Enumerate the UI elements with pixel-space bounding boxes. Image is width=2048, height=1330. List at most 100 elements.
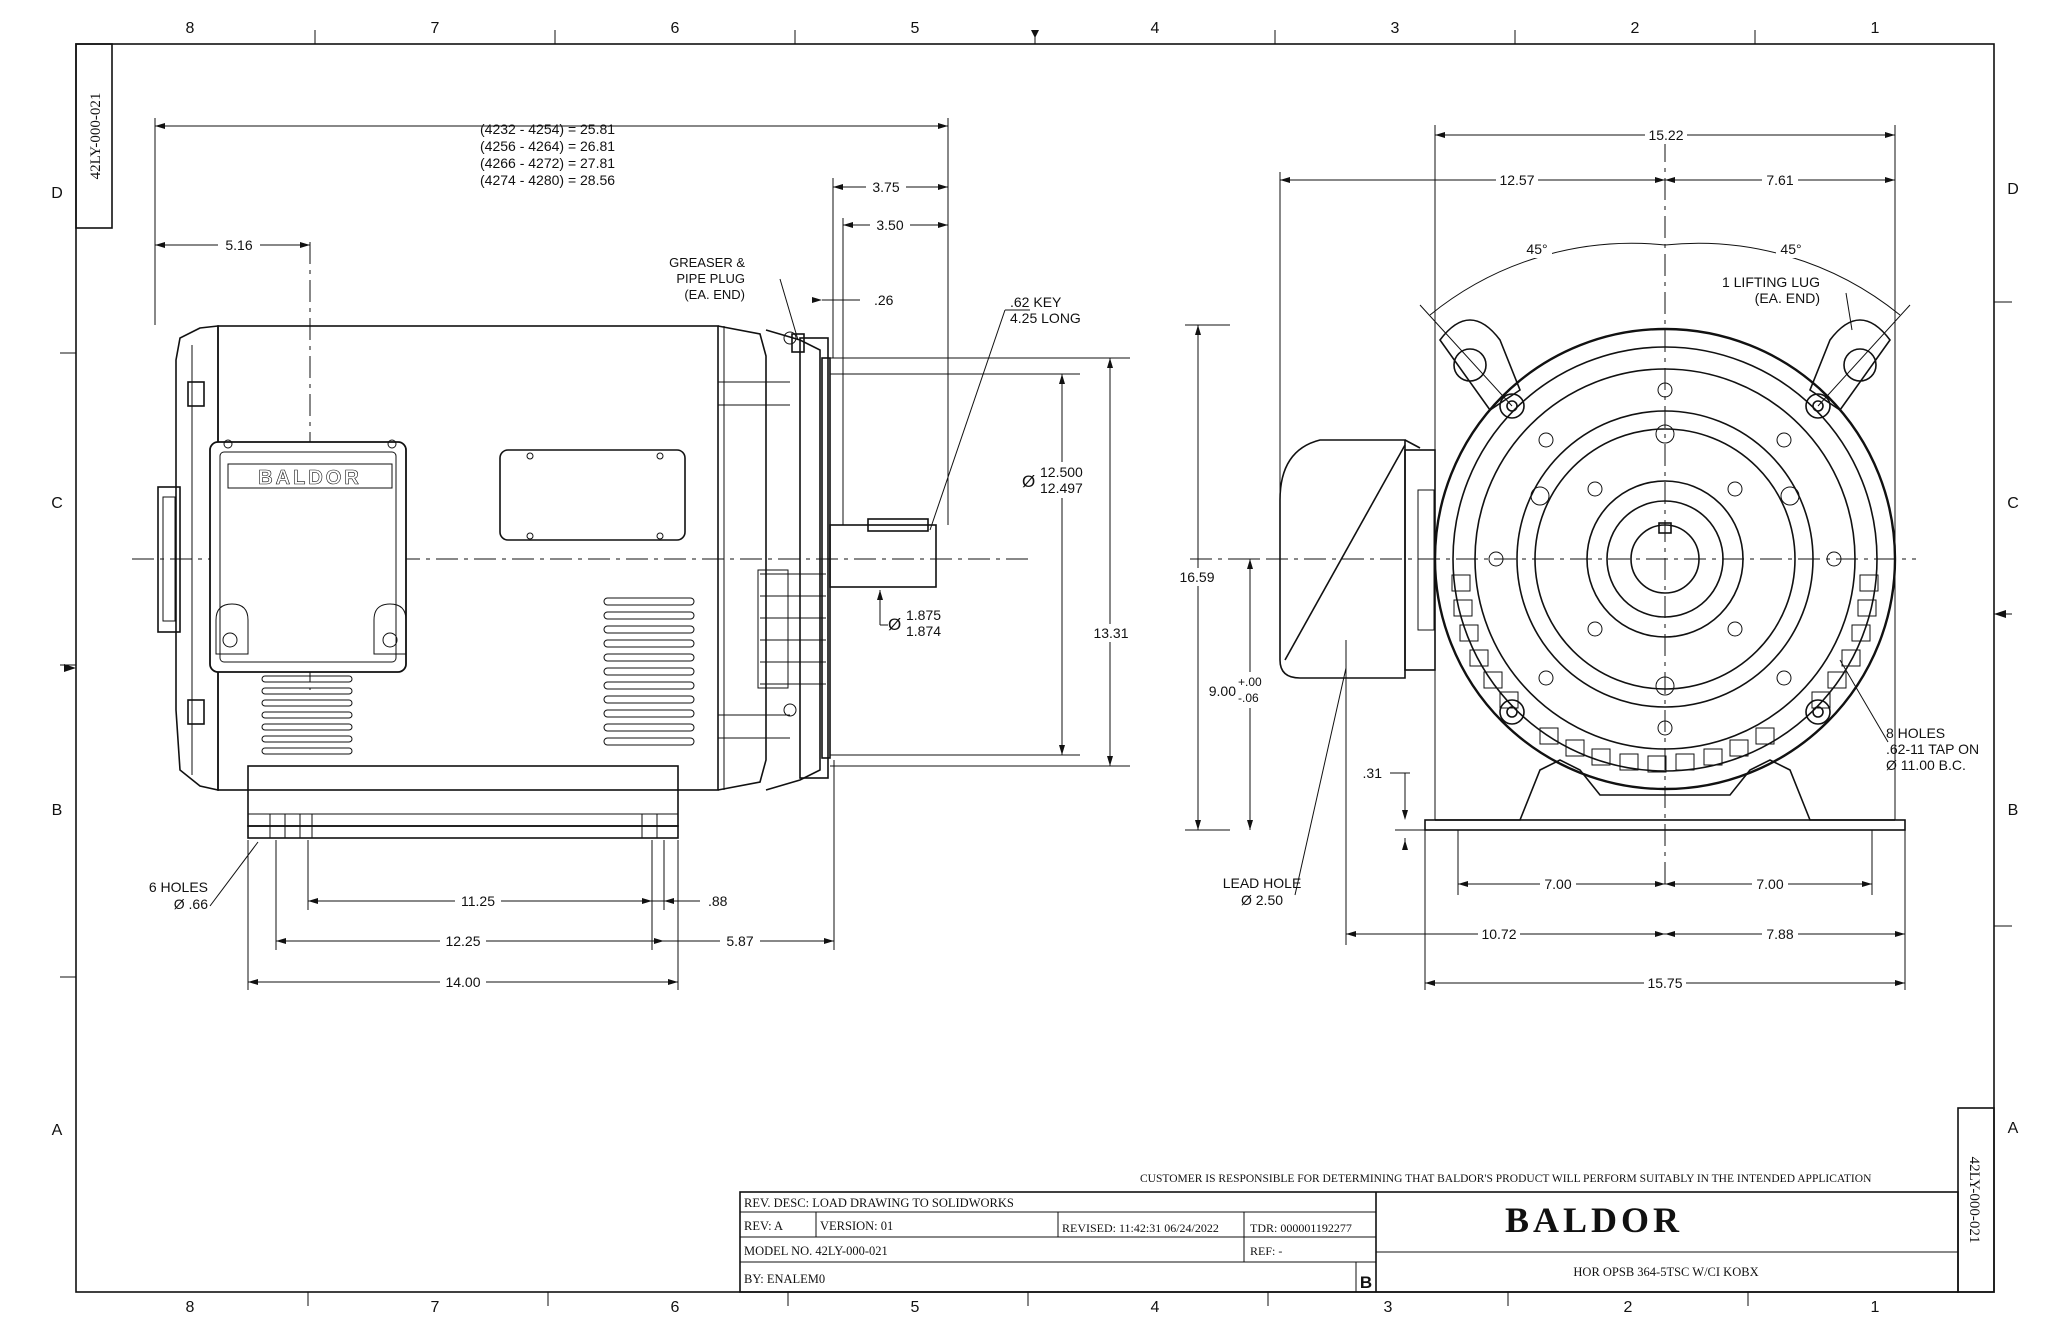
svg-text:.62 KEY: .62 KEY (1010, 294, 1062, 310)
drawn-by: BY: ENALEM0 (744, 1272, 825, 1286)
svg-text:Ø: Ø (1022, 472, 1035, 491)
side-vents-left (261, 675, 353, 755)
row-label-d: D (51, 185, 63, 202)
col-label-1: 1 (1871, 20, 1880, 37)
row-label-b: B (52, 802, 63, 819)
side-vents-right (603, 597, 695, 746)
svg-text:1 LIFTING LUG: 1 LIFTING LUG (1722, 274, 1820, 290)
dim-7-61: 7.61 (1766, 172, 1793, 188)
col-label-4: 4 (1151, 20, 1160, 37)
dim-26: .26 (874, 292, 894, 308)
dim-88: .88 (708, 893, 728, 909)
dim-16-59: 16.59 (1179, 569, 1214, 585)
svg-text:Ø .66: Ø .66 (174, 896, 208, 912)
col-label-5-bottom: 5 (911, 1299, 920, 1316)
side-view: BALDOR (132, 118, 1132, 991)
svg-text:1.874: 1.874 (906, 623, 941, 639)
col-label-7: 7 (431, 20, 440, 37)
rev: REV: A (744, 1219, 783, 1233)
end-tap-holes (1488, 382, 1842, 736)
end-bolt-holes (1499, 393, 1831, 725)
svg-text:LEAD HOLE: LEAD HOLE (1223, 875, 1302, 891)
svg-text:.62-11 TAP ON: .62-11 TAP ON (1886, 741, 1979, 757)
dim-7-00-right: 7.00 (1756, 876, 1783, 892)
model-number: MODEL NO. 42LY-000-021 (744, 1244, 888, 1258)
svg-text:PIPE PLUG: PIPE PLUG (676, 271, 745, 286)
col-label-7-bottom: 7 (431, 1299, 440, 1316)
dim-12-25: 12.25 (445, 933, 480, 949)
col-label-3-bottom: 3 (1384, 1299, 1393, 1316)
length-row-3: (4266 - 4272) = 27.81 (480, 155, 615, 171)
svg-text:4.25 LONG: 4.25 LONG (1010, 310, 1081, 326)
row-label-a: A (52, 1122, 63, 1139)
key-note: .62 KEY 4.25 LONG (1010, 294, 1081, 326)
drawing-number-top: 42LY-000-021 (88, 93, 104, 180)
svg-text:1.875: 1.875 (906, 607, 941, 623)
dim-3-50: 3.50 (876, 217, 903, 233)
row-label-a-right: A (2008, 1120, 2019, 1137)
lead-hole-note: LEAD HOLE Ø 2.50 (1223, 875, 1302, 908)
baldor-logo: BALDOR (1505, 1200, 1683, 1240)
tap-note: 8 HOLES .62-11 TAP ON Ø 11.00 B.C. (1886, 725, 1979, 773)
angle-right: 45° (1780, 241, 1801, 257)
col-label-5: 5 (911, 20, 920, 37)
dim-10-72: 10.72 (1481, 926, 1516, 942)
end-view: 15.22 12.57 7.61 45° 45° 1 LIFTING LUG (… (1176, 125, 1979, 992)
dim-12-57: 12.57 (1499, 172, 1534, 188)
dim-15-75: 15.75 (1647, 975, 1682, 991)
col-label-6: 6 (671, 20, 680, 37)
length-row-4: (4274 - 4280) = 28.56 (480, 172, 615, 188)
dim-7-88: 7.88 (1766, 926, 1793, 942)
rev-desc: REV. DESC: LOAD DRAWING TO SOLIDWORKS (744, 1196, 1014, 1210)
disclaimer: CUSTOMER IS RESPONSIBLE FOR DETERMINING … (1140, 1173, 1872, 1185)
dim-13-31: 13.31 (1093, 625, 1128, 641)
col-label-3: 3 (1391, 20, 1400, 37)
col-label-1-bottom: 1 (1871, 1299, 1880, 1316)
svg-text:(EA. END): (EA. END) (1755, 290, 1820, 306)
svg-text:Ø: Ø (888, 615, 901, 634)
shaft-diameter: Ø 1.875 1.874 (880, 607, 941, 639)
svg-text:12.497: 12.497 (1040, 480, 1083, 496)
revised: REVISED: 11:42:31 06/24/2022 (1062, 1221, 1219, 1235)
version: VERSION: 01 (820, 1219, 893, 1233)
row-label-c: C (51, 495, 63, 512)
dim-11-25: 11.25 (461, 893, 495, 909)
length-table: (4232 - 4254) = 25.81 (4256 - 4264) = 26… (480, 121, 615, 188)
svg-text:GREASER &: GREASER & (669, 255, 745, 270)
pilot-diameter: Ø 12.500 12.497 (1020, 462, 1092, 498)
sheet-size: B (1360, 1273, 1372, 1292)
dim-9-00: 9.00 (1209, 683, 1236, 699)
dim-3-75: 3.75 (872, 179, 899, 195)
svg-text:12.500: 12.500 (1040, 464, 1083, 480)
col-label-6-bottom: 6 (671, 1299, 680, 1316)
row-label-d-right: D (2007, 181, 2019, 198)
end-fins (1451, 574, 1879, 773)
svg-text:(EA. END): (EA. END) (684, 287, 745, 302)
drawing-number-box-bottom: 42LY-000-021 (1957, 1107, 1995, 1293)
side-view-brand: BALDOR (258, 467, 362, 489)
col-label-8-bottom: 8 (186, 1299, 195, 1316)
dim-31: .31 (1363, 765, 1383, 781)
drawing-description: HOR OPSB 364-5TSC W/CI KOBX (1573, 1265, 1758, 1279)
drawing-number-box-top: 42LY-000-021 (75, 43, 113, 229)
col-label-8: 8 (186, 20, 195, 37)
dim-9-00-group: 9.00 +.00 -.06 (1208, 672, 1276, 708)
row-label-c-right: C (2007, 495, 2019, 512)
length-row-1: (4232 - 4254) = 25.81 (480, 121, 615, 137)
dim-15-22: 15.22 (1648, 127, 1683, 143)
side-dimension-arrows (155, 123, 1113, 985)
dim-5-16: 5.16 (225, 237, 252, 253)
ref: REF: - (1250, 1244, 1282, 1258)
end-dimension-arrows (1195, 132, 1905, 986)
tdr: TDR: 000001192277 (1250, 1221, 1352, 1235)
title-block: REV. DESC: LOAD DRAWING TO SOLIDWORKS RE… (739, 1191, 1959, 1293)
col-label-2: 2 (1631, 20, 1640, 37)
dim-5-87: 5.87 (726, 933, 753, 949)
svg-text:Ø 11.00 B.C.: Ø 11.00 B.C. (1886, 757, 1966, 773)
drawing-number-bottom: 42LY-000-021 (1966, 1157, 1982, 1244)
dim-7-00-left: 7.00 (1544, 876, 1571, 892)
col-label-2-bottom: 2 (1624, 1299, 1633, 1316)
dim-14-00: 14.00 (445, 974, 480, 990)
svg-text:6 HOLES: 6 HOLES (149, 879, 208, 895)
